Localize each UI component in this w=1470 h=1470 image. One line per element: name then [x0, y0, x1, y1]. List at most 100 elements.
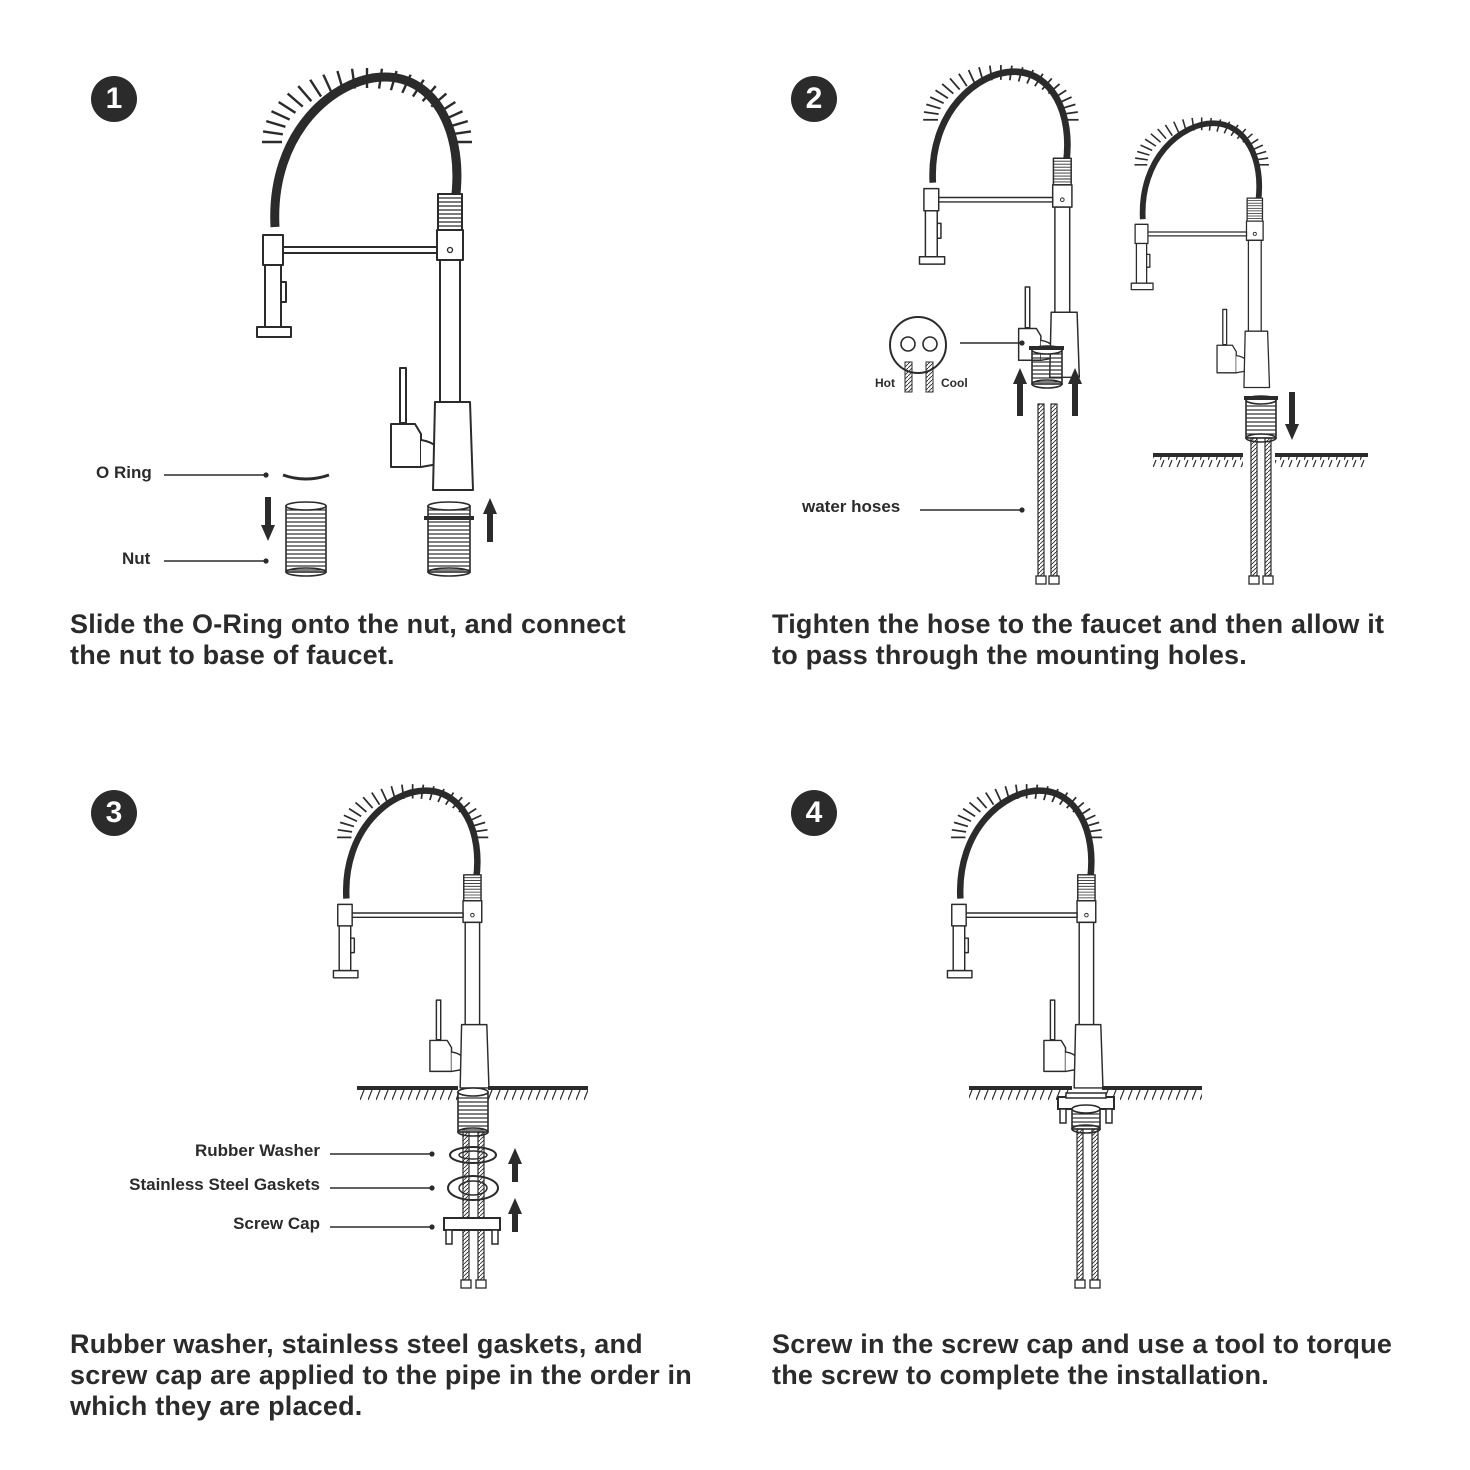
up-arrow-3b	[508, 1198, 522, 1232]
body-joint	[1051, 184, 1073, 208]
up-arrow-2b	[1068, 368, 1082, 416]
step-3-hose-left	[460, 1131, 472, 1289]
up-arrow-1	[483, 498, 497, 542]
gaskets-leader	[330, 1185, 435, 1191]
step-3-hose-right	[475, 1131, 487, 1289]
screw-cap-label: Screw Cap	[233, 1214, 320, 1233]
screw-cap-shape	[443, 1217, 501, 1245]
step-3-faucet	[332, 784, 490, 1089]
nut-with-o-ring	[427, 501, 471, 577]
step-1-badge: 1	[91, 76, 137, 122]
sprayer-collar	[923, 187, 940, 212]
body-joint	[462, 900, 483, 924]
spring-collar	[1052, 157, 1072, 186]
handle-lever	[1222, 308, 1228, 346]
sprayer-tip	[946, 969, 973, 979]
down-arrow-2	[1285, 392, 1299, 440]
spring-collar	[437, 193, 463, 231]
spring-coils	[923, 65, 1079, 121]
step-3-nut	[457, 1087, 489, 1137]
hot-cool-inlet	[889, 316, 947, 393]
step-4-faucet	[946, 784, 1104, 1089]
sprayer-button	[963, 937, 970, 954]
spring-hose	[929, 68, 1071, 183]
faucet-base	[432, 401, 474, 491]
handle-body	[429, 1039, 453, 1073]
sprayer-button	[349, 937, 356, 954]
spring-hose	[343, 787, 481, 899]
handle-lever	[399, 367, 407, 424]
countertop-4	[969, 1086, 1202, 1100]
sprayer-collar	[337, 903, 353, 927]
faucet-column	[439, 259, 461, 411]
sprayer-arm	[276, 246, 438, 254]
sprayer-head	[338, 925, 352, 972]
down-arrow-1	[261, 497, 275, 541]
step-4-caption: Screw in the screw cap and use a tool to…	[772, 1329, 1393, 1390]
sprayer-arm	[1143, 231, 1248, 237]
sprayer-collar	[262, 234, 284, 266]
handle-body	[1043, 1039, 1067, 1073]
step-3-badge: 3	[91, 790, 137, 836]
countertop-3	[357, 1086, 588, 1100]
rubber-washer-leader	[330, 1151, 435, 1157]
handle-lever	[1024, 286, 1031, 329]
sprayer-button	[936, 222, 942, 239]
rubber-washer-label: Rubber Washer	[194, 1141, 320, 1160]
inlet-leader	[960, 340, 1025, 346]
step-2-caption: Tighten the hose to the faucet and then …	[772, 609, 1385, 670]
nut-leader	[164, 558, 269, 564]
spring-coils	[337, 784, 489, 839]
spring-coils	[1134, 117, 1269, 166]
sprayer-head	[952, 925, 966, 972]
sprayer-button	[1146, 253, 1151, 268]
up-arrow-2a	[1013, 368, 1027, 416]
screw-cap-leader	[330, 1224, 435, 1230]
up-arrow-3a	[508, 1148, 522, 1182]
spring-coils	[262, 68, 472, 144]
sprayer-tip	[1130, 282, 1154, 291]
step-4-hose-left	[1074, 1128, 1086, 1289]
spring-hose	[957, 787, 1095, 899]
sprayer-arm	[347, 912, 464, 919]
faucet-base	[1073, 1023, 1104, 1089]
water-hoses-leader	[920, 507, 1025, 513]
countertop-2	[1153, 453, 1368, 467]
handle-lever	[435, 999, 442, 1041]
sprayer-collar	[1134, 223, 1149, 245]
spring-collar	[1077, 874, 1096, 902]
sprayer-button	[280, 281, 287, 303]
sprayer-arm	[933, 196, 1054, 203]
sprayer-tip	[256, 326, 292, 338]
step-2-nut	[1031, 345, 1063, 389]
installed-screw-cap	[1057, 1092, 1115, 1124]
sprayer-tip	[332, 969, 359, 979]
spring-collar	[463, 874, 482, 902]
o-ring-shape	[282, 473, 330, 481]
sprayer-tip	[918, 255, 946, 265]
step-2b-nut	[1245, 395, 1277, 443]
spring-hose	[1139, 120, 1263, 220]
rubber-washer-shape	[449, 1146, 497, 1164]
handle-body	[1216, 344, 1237, 374]
faucet-column	[1247, 239, 1262, 337]
faucet-column	[1078, 921, 1095, 1032]
water-hose-right	[1048, 403, 1060, 585]
nut-label: Nut	[122, 549, 151, 568]
faucet-base	[1243, 330, 1271, 389]
step-2-faucet-b	[1130, 117, 1271, 389]
step-3-caption: Rubber washer, stainless steel gaskets, …	[70, 1329, 692, 1421]
gaskets-label: Stainless Steel Gaskets	[129, 1175, 320, 1194]
faucet-column	[1054, 206, 1071, 319]
cool-label: Cool	[941, 376, 968, 390]
water-hoses-label: water hoses	[802, 497, 901, 516]
spring-coils	[951, 784, 1103, 839]
sprayer-head	[924, 210, 938, 258]
body-joint	[436, 229, 464, 261]
body-joint	[1076, 900, 1097, 924]
sprayer-head	[1135, 242, 1148, 284]
faucet-base	[459, 1023, 490, 1089]
nut-loose	[285, 501, 327, 577]
o-ring-label: O Ring	[96, 463, 152, 482]
